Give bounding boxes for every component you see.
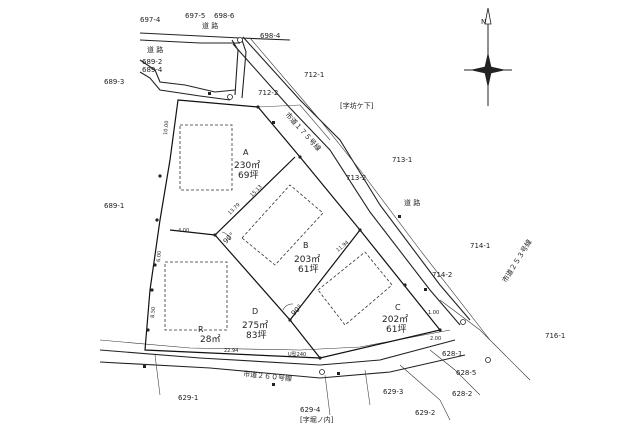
parcel-698-4: 698-4 [260,32,281,40]
parcel-689-2: 689-2 [142,58,162,66]
road-label-right: 道 路 [404,198,420,207]
building-c [317,251,393,326]
lot-d-tsubo: 83坪 [246,330,266,341]
lot-c-tsubo: 61坪 [386,324,406,335]
parcel-689-4: 689-4 [142,66,163,74]
road-left-upper [139,59,236,101]
dim-10: U型240 [288,351,306,358]
building-b [241,184,324,266]
lot-a-id: A [243,148,249,157]
dim-8: 2.00 [430,336,441,342]
lot-r-id: R [198,325,204,334]
city-road-175 [232,36,491,341]
building-footprints [164,124,393,331]
lot-d-area: 275㎡ [242,320,268,331]
lot-a-tsubo: 69坪 [238,170,258,181]
parcel-629-4: 629-4 [300,406,321,414]
parcel-629-2: 629-2 [415,409,435,417]
parcel-629-1: 629-1 [178,394,198,402]
survey-marks [143,37,491,386]
lot-b-area: 203㎡ [294,254,320,265]
parcel-628-2: 628-2 [452,390,472,398]
dim-5: 15.13 [249,184,263,198]
angle-markers [221,231,294,311]
building-a [179,124,233,191]
parcel-713-1: 713-1 [392,156,412,164]
dim-3: 6.00 [156,251,163,263]
dim-7: 4.00 [178,228,189,234]
lot-r-area: 28㎡ [200,334,220,345]
dim-11: 22.94 [224,348,238,354]
road-label-left: 道 路 [147,45,163,54]
dim-4: 8.50 [150,307,157,319]
north-arrow [464,7,512,106]
city-road-253-label: 市道２５３号線 [500,238,534,284]
north-label: N [481,18,486,26]
lot-c-id: C [395,303,401,312]
parcel-629-3: 629-3 [383,388,403,396]
parcel-697-4: 697-4 [140,16,161,24]
lot-b-id: B [303,241,309,250]
city-road-260-label: 市道２６０号線 [243,369,293,383]
angle-label-1: 90° [222,231,236,245]
road-label-top: 道 路 [202,21,218,30]
area-label-south: [字堀ノ内] [300,415,334,424]
parcel-628-5: 628-5 [456,369,476,377]
parcel-697-5: 697-5 [185,12,205,20]
parcel-716-1: 716-1 [545,332,565,340]
road-connector [231,39,247,99]
parcel-712-1: 712-1 [304,71,324,79]
dim-9: 1.00 [428,310,439,316]
lot-c-area: 202㎡ [382,314,408,325]
parcel-713-2: 713-2 [346,174,366,182]
reference-lines [154,104,371,416]
parcel-714-2: 714-2 [432,271,452,279]
parcel-712-2: 712-2 [258,89,278,97]
parcel-714-1: 714-1 [470,242,490,250]
parcel-628-1: 628-1 [442,350,462,358]
parcel-698-6: 698-6 [214,12,235,20]
parcel-689-3: 689-3 [104,78,124,86]
parcel-689-1: 689-1 [104,202,124,210]
dim-1: 10.00 [163,120,170,135]
dim-2: 13.79 [227,202,241,216]
lot-b-tsubo: 61坪 [298,264,318,275]
lot-a-area: 230㎡ [234,160,260,171]
area-label-east: [字坊ケ下] [340,101,374,110]
lot-d-id: D [252,307,258,316]
city-road-253 [399,299,531,421]
building-d [164,261,228,331]
